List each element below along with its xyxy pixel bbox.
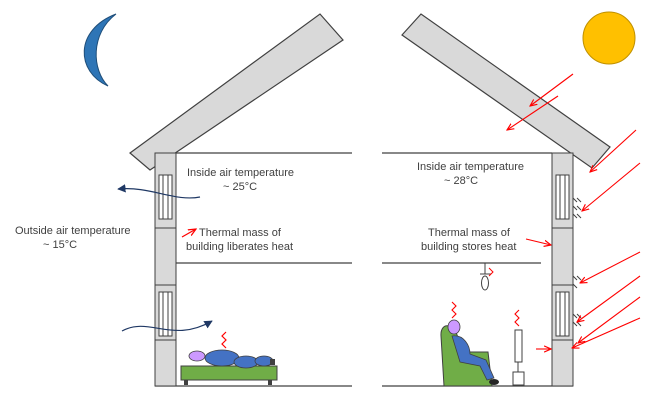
- person-head: [188, 350, 206, 362]
- day-inside-temp-value: ~ 28°C: [444, 175, 478, 187]
- shading-hatch: [572, 197, 582, 327]
- window-upper-right: [555, 174, 570, 220]
- night-inside-temp-label: Inside air temperature: [187, 167, 294, 179]
- window-lower-right: [555, 291, 570, 337]
- body-heat-squiggle: [221, 331, 227, 349]
- window-upper-left: [158, 174, 173, 220]
- sleeping-person: [188, 349, 275, 369]
- roof-right: [401, 13, 611, 169]
- night-scene: Inside air temperature ~ 25°C Outside ai…: [15, 13, 352, 387]
- day-mass-line1: Thermal mass of: [428, 227, 511, 239]
- seated-person-head: [447, 319, 461, 335]
- sun-icon: [582, 11, 636, 65]
- window-lower-left: [158, 291, 173, 337]
- night-mass-line1: Thermal mass of: [199, 227, 282, 239]
- solar-radiation-arrows: [507, 73, 641, 348]
- air-flow-arrow-in: [121, 320, 213, 332]
- heat-store-arrow-upper: [525, 238, 551, 245]
- bed: [180, 365, 278, 385]
- air-flow-arrow-out: [117, 184, 201, 199]
- floor-lamp: [512, 309, 525, 386]
- outside-temp-value: ~ 15°C: [43, 239, 77, 251]
- day-mass-line2: building stores heat: [421, 241, 516, 253]
- roof-left: [129, 13, 344, 171]
- day-scene: Inside air temperature ~ 28°C Thermal ma…: [382, 11, 641, 387]
- seated-person: [447, 301, 499, 385]
- night-inside-temp-value: ~ 25°C: [223, 181, 257, 193]
- day-inside-temp-label: Inside air temperature: [417, 161, 524, 173]
- crescent-moon-icon: [83, 13, 117, 87]
- outside-temp-label: Outside air temperature: [15, 225, 131, 237]
- night-mass-line2: building liberates heat: [186, 241, 293, 253]
- hanging-lamp: [480, 263, 494, 291]
- heat-release-arrow: [181, 229, 196, 238]
